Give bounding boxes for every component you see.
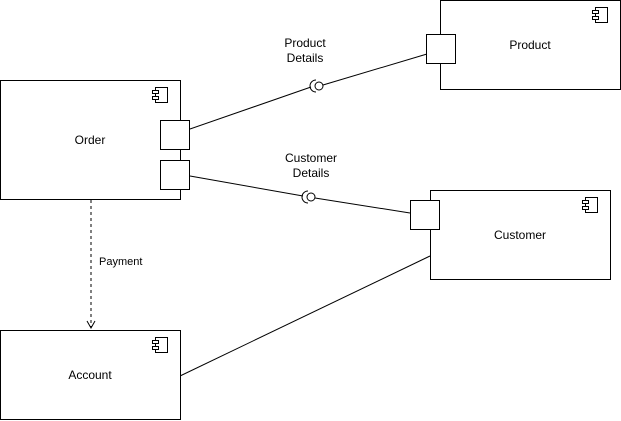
component-icon [152,337,168,353]
customer-account-association[interactable] [179,255,431,377]
customer-details-label-line2: Details [293,166,330,180]
payment-label: Payment [99,256,142,268]
order-component[interactable]: Order [0,80,190,200]
product-component[interactable]: Product [426,0,621,90]
customer-details-line-order [189,175,304,197]
product-details-lollipop [314,81,324,91]
component-icon [592,7,608,23]
order-box [0,80,181,200]
customer-details-label-line1: Customer [285,151,337,165]
customer-details-socket [301,190,309,204]
account-box [0,330,181,420]
order-port-customer[interactable] [160,160,190,190]
product-details-line-order [189,86,312,130]
customer-component[interactable]: Customer [410,190,611,280]
product-details-socket [309,79,317,93]
account-component[interactable]: Account [0,330,181,420]
product-label: Product [509,38,551,52]
payment-dependency[interactable] [86,200,96,330]
product-box [440,0,621,90]
customer-port[interactable] [410,200,440,230]
component-icon [152,87,168,103]
product-details-label-line1: Product [284,36,326,50]
account-label: Account [68,368,112,382]
product-port[interactable] [426,34,456,64]
order-port-product[interactable] [160,120,190,150]
product-details-connector[interactable] [189,53,428,130]
customer-box [430,190,611,280]
customer-label: Customer [494,228,546,242]
order-label: Order [75,133,106,147]
component-icon [582,197,598,213]
payment-arrowhead [86,320,96,330]
product-details-line-product [322,53,428,86]
customer-details-line-customer [314,197,411,214]
customer-details-lollipop [306,192,316,202]
customer-details-connector[interactable] [189,175,411,214]
product-details-label-line2: Details [287,51,324,65]
